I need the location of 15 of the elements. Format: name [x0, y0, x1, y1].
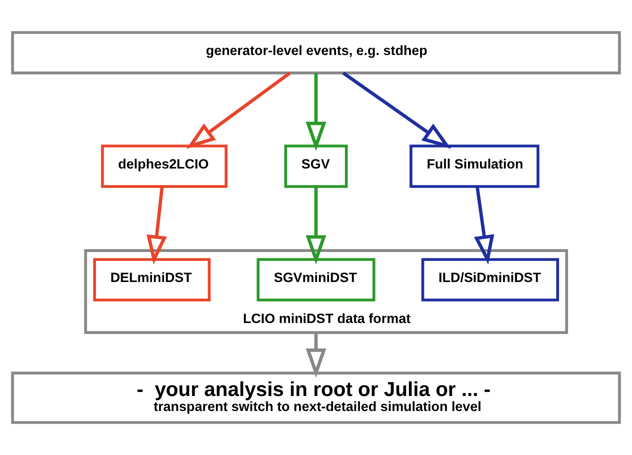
- arrow: [306, 332, 326, 378]
- arrow: [306, 186, 326, 265]
- node-box: delphes2LCIO: [101, 144, 228, 188]
- node-box: ILD/SiDminiDST: [421, 258, 560, 302]
- node-box: SGV: [284, 144, 348, 188]
- node-box: DELminiDST: [93, 258, 211, 302]
- node-box: Full Simulation: [410, 144, 540, 188]
- arrow: [306, 73, 326, 152]
- arrow: [146, 186, 167, 265]
- arrow: [342, 72, 452, 149]
- arrow: [474, 186, 494, 265]
- node-box: - your analysis in root or Julia or ... - transparent switch to next-detailed simulation level: [11, 372, 621, 424]
- node-box: SGVminiDST: [256, 258, 376, 302]
- node-box: generator-level events, e.g. stdhep: [11, 31, 621, 74]
- arrow: [186, 72, 291, 149]
